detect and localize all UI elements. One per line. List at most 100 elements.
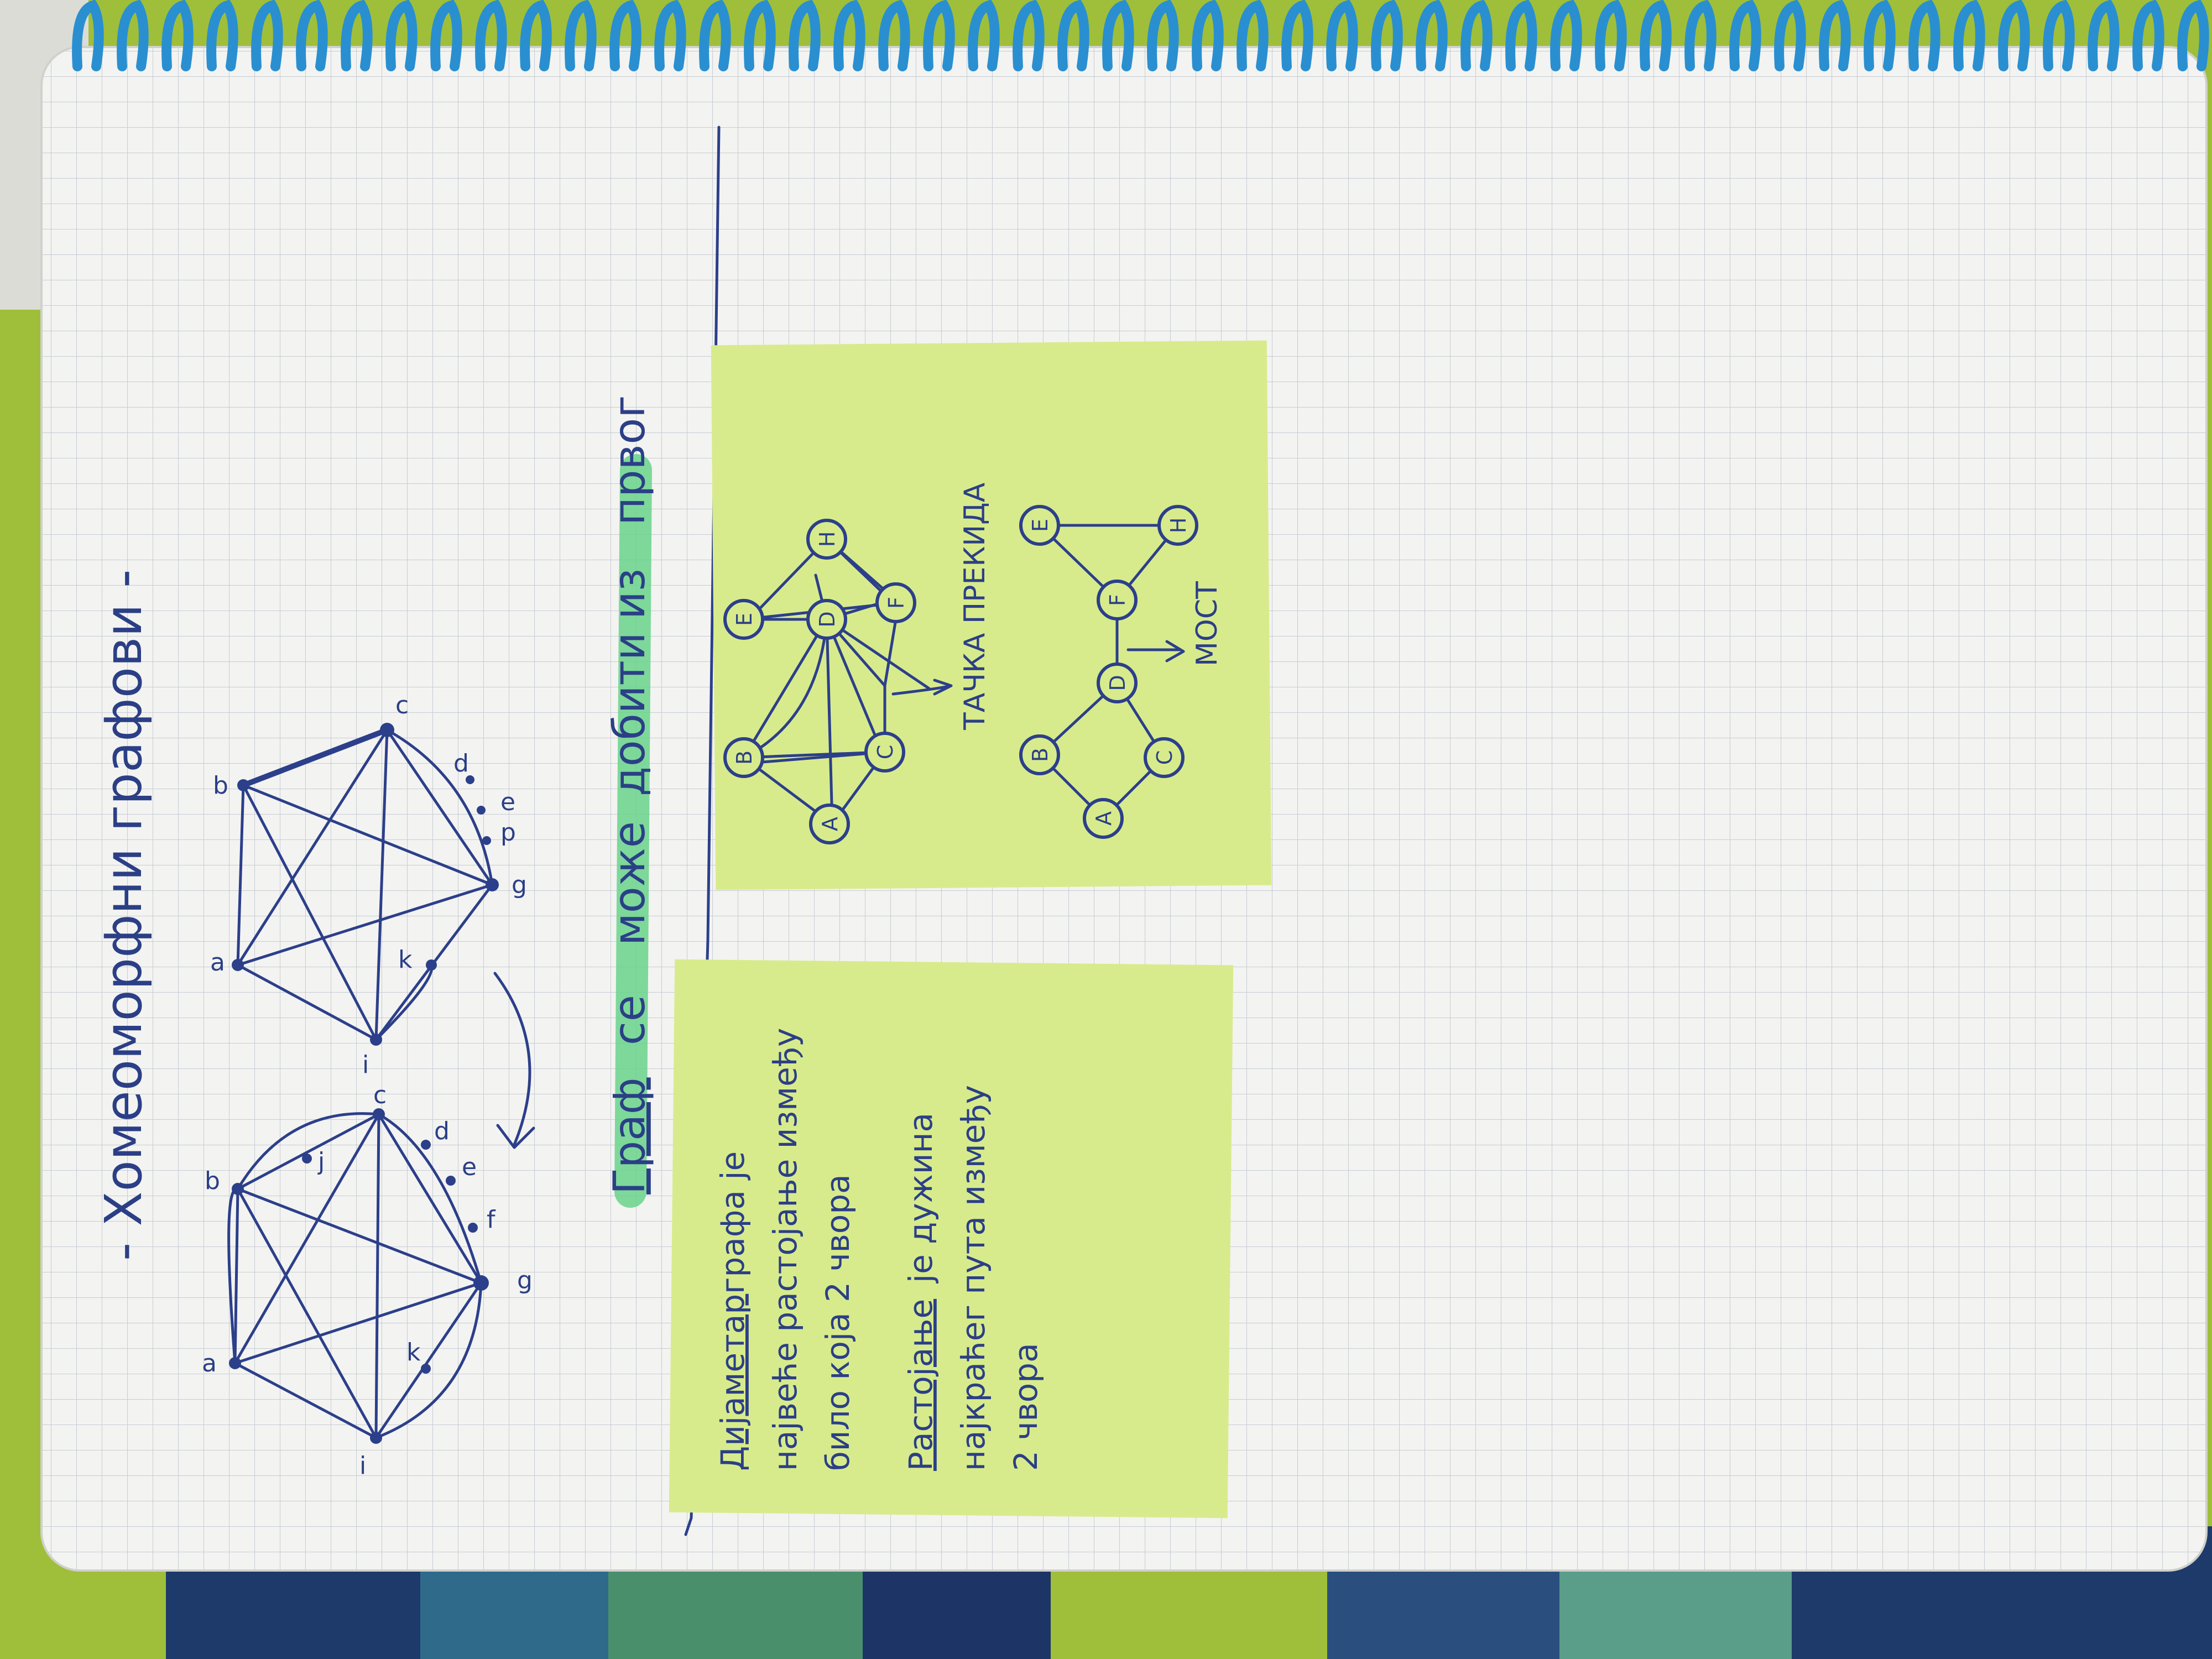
spiral-ring [1013, 0, 1045, 71]
vertex-label-j: j [317, 1147, 325, 1176]
bridge-node-label: F [1105, 594, 1130, 606]
cut-vertex-node-label: B [732, 750, 757, 765]
page-title: - Хомеоморфни графови - [94, 570, 153, 1261]
vertex-label-c: c [373, 1081, 387, 1109]
highlighter-stroke [614, 454, 652, 1208]
spiral-ring [878, 0, 910, 71]
cut-vertex-node-label: H [815, 531, 839, 547]
definition-distance-line1: најкраћег пута између [954, 1085, 992, 1471]
vertex-label-a: a [210, 948, 225, 977]
spiral-ring [1819, 0, 1851, 71]
bridge-node-label: C [1152, 750, 1177, 765]
spiral-ring [117, 0, 149, 71]
spiral-ring [1595, 0, 1627, 71]
definition-term-distance: Растојање [902, 1299, 940, 1471]
spiral-ring [654, 0, 686, 71]
definition-term-distance-rest: је дужина [902, 1113, 940, 1284]
definition-diameter-line1: највеће растојање између [766, 1028, 804, 1471]
bridge-node [1019, 505, 1060, 546]
spiral-ring [1550, 0, 1582, 71]
spiral-ring [1281, 0, 1313, 71]
spiral-ring [296, 0, 328, 71]
spiral-ring [161, 0, 194, 71]
spiral-ring [1102, 0, 1134, 71]
definition-term-diameter-rest: графа је [714, 1151, 752, 1294]
statement-word-6: првог [605, 395, 655, 525]
spiral-ring [1460, 0, 1493, 71]
bridge-node-label: B [1028, 748, 1052, 762]
cut-vertex-node [806, 599, 847, 640]
statement-word-5: из [605, 568, 655, 619]
vertex-label-p: p [500, 818, 516, 847]
spiral-ring [2177, 0, 2209, 71]
cut-vertex-caption: ТАЧКА ПРЕКИДА [958, 482, 992, 731]
vertex-label-g: g [517, 1266, 533, 1295]
spiral-ring [1729, 0, 1761, 71]
cut-vertex-node-label: C [873, 745, 898, 760]
cut-vertex-graph: A B C D E F H ТАЧКА ПРЕКИДА [723, 482, 992, 844]
spiral-ring [1640, 0, 1672, 71]
bridge-node-label: D [1105, 675, 1130, 691]
vertex-label-b: b [205, 1167, 220, 1195]
spiral-ring [968, 0, 1000, 71]
cut-vertex-node [875, 582, 916, 623]
spiral-ring [1192, 0, 1224, 71]
spiral-ring [565, 0, 597, 71]
bridge-node-label: A [1092, 811, 1116, 826]
cut-vertex-node-label: D [815, 611, 839, 627]
bridge-node [1097, 580, 1138, 620]
spiral-ring [1505, 0, 1537, 71]
spiral-ring [72, 0, 104, 71]
spiral-ring [923, 0, 955, 71]
spiral-ring [744, 0, 776, 71]
vertex-label-i: i [362, 1051, 369, 1079]
spiral-binding [72, 0, 2209, 71]
cut-vertex-node-label: F [884, 597, 909, 609]
spiral-ring [1237, 0, 1269, 71]
spiral-ring [1326, 0, 1358, 71]
spiral-ring [1953, 0, 1985, 71]
spiral-ring [475, 0, 507, 71]
cut-vertex-node [864, 732, 905, 773]
statement-word-4: добити [605, 632, 655, 796]
spiral-ring [1864, 0, 1896, 71]
cut-vertex-node-label: E [732, 613, 757, 626]
vertex-label-k: k [398, 946, 413, 974]
cut-vertex-node [809, 804, 850, 844]
bridge-node [1144, 737, 1185, 778]
spiral-ring [833, 0, 865, 71]
spiral-ring [520, 0, 552, 71]
statement-word-1: Граф [605, 1077, 655, 1194]
spiral-ring [2043, 0, 2075, 71]
sticky-note-graphs: A B C D E F H ТАЧКА ПРЕКИДА A B C D F E H МОСТ [711, 340, 1272, 890]
spiral-ring [251, 0, 283, 71]
cut-vertex-node [723, 737, 764, 778]
vertex-label-d: d [434, 1117, 450, 1145]
bridge-node [1083, 798, 1124, 839]
cut-vertex-node [723, 599, 764, 640]
vertex-label-k: k [406, 1338, 421, 1366]
vertex-label-e: e [462, 1153, 477, 1181]
bridge-caption: МОСТ [1191, 581, 1224, 666]
spiral-ring [430, 0, 462, 71]
cut-vertex-node-label: A [818, 817, 842, 831]
bridge-node-label: E [1028, 519, 1052, 532]
spiral-ring [1684, 0, 1717, 71]
graph-right: a b c d e p g i k [210, 691, 527, 1079]
spiral-ring [206, 0, 238, 71]
spiral-ring [1908, 0, 1940, 71]
sticky-note-definitions: Дијаметар графа је највеће растојање изм… [669, 959, 1234, 1519]
vertex-label-b: b [213, 771, 228, 800]
vertex-label-i: i [359, 1452, 366, 1480]
spiral-ring [1371, 0, 1403, 71]
spiral-ring [789, 0, 821, 71]
bridge-node [1097, 662, 1138, 703]
cut-vertex-node [806, 519, 847, 560]
vertex-label-d: d [453, 749, 469, 778]
definition-term-diameter: Дијаметар [714, 1294, 752, 1471]
definition-distance-line2: 2 чвора [1007, 1343, 1045, 1471]
statement-word-3: може [605, 821, 655, 946]
spiral-ring [1147, 0, 1179, 71]
spiral-ring [1998, 0, 2030, 71]
